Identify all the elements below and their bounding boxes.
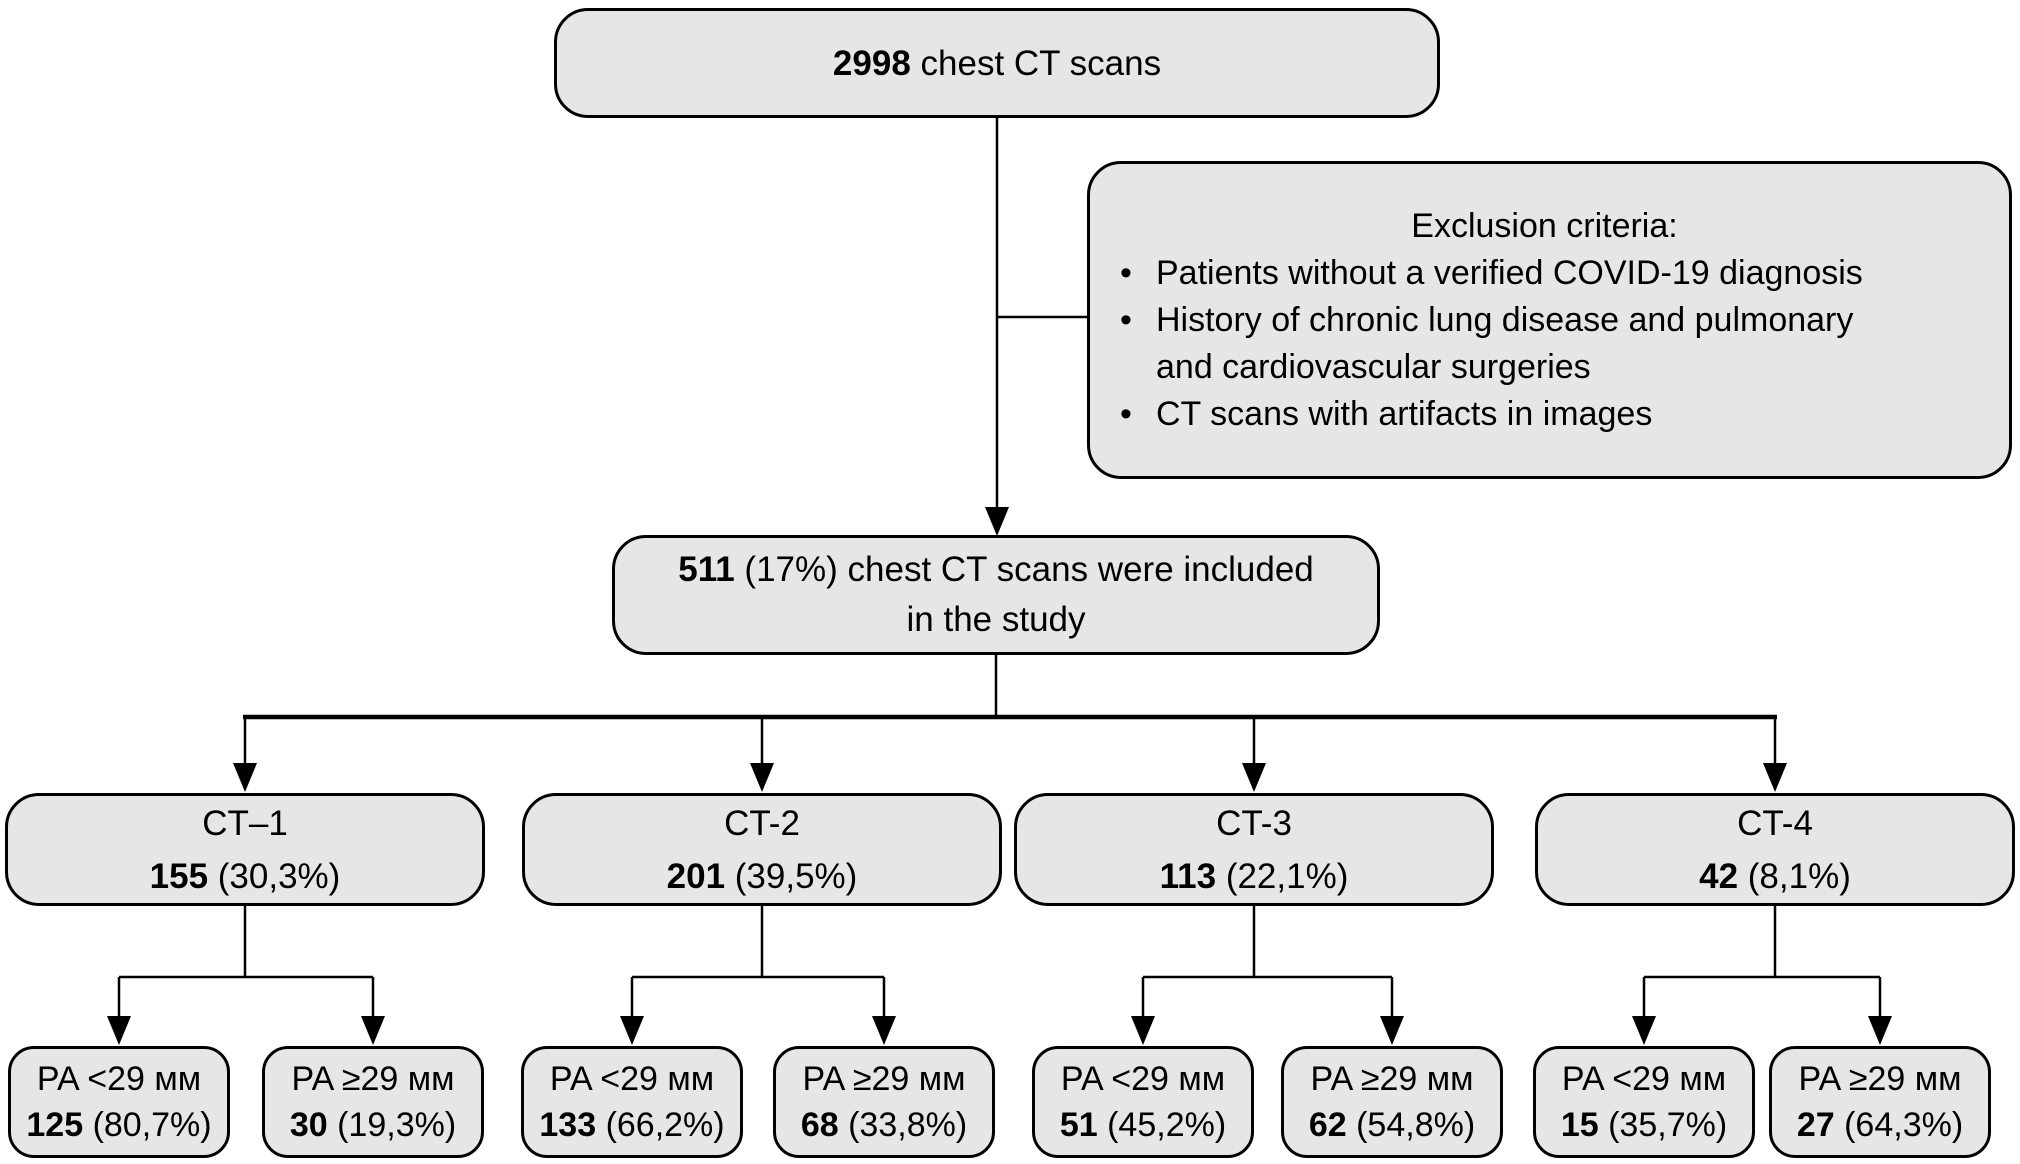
exclusion-item: • Patients without a verified COVID-19 di…: [1120, 250, 1969, 297]
pa-label: PA ≥29 мм: [1310, 1059, 1474, 1098]
pa-pct: (64,3%): [1844, 1106, 1964, 1144]
ct-3-count: 113: [1159, 856, 1217, 896]
exclusion-item: • History of chronic lung disease and pul…: [1120, 297, 1969, 391]
pa-count: 30: [289, 1106, 328, 1144]
pa-stats: 27 (64,3%): [1797, 1103, 1963, 1147]
pa-label: PA <29 мм: [1561, 1059, 1727, 1098]
ct-2-title: CT-2: [724, 803, 800, 843]
pa-label: PA ≥29 мм: [802, 1059, 966, 1098]
node-ct-1: CT–1 155 (30,3%): [5, 793, 485, 906]
total-count: 2998: [832, 43, 911, 83]
pa-pct: (66,2%): [605, 1106, 725, 1144]
connector-stems: [117, 116, 1882, 1019]
pa-label: PA ≥29 мм: [291, 1059, 455, 1098]
exclusion-item-text: Patients without a verified COVID-19 dia…: [1156, 253, 1863, 292]
node-included-scans: 511 (17%) chest CT scans were included i…: [612, 535, 1380, 655]
pa-count: 27: [1796, 1106, 1835, 1144]
exclusion-title: Exclusion criteria:: [1411, 206, 1678, 245]
pa-pct: (54,8%): [1356, 1106, 1476, 1144]
total-label: chest CT scans: [910, 43, 1162, 83]
pa-stats: 62 (54,8%): [1309, 1103, 1475, 1147]
pa-pct: (45,2%): [1107, 1106, 1227, 1144]
node-ct-3: CT-3 113 (22,1%): [1014, 793, 1494, 906]
pa-count: 15: [1560, 1106, 1599, 1144]
pa-pct: (80,7%): [92, 1106, 212, 1144]
ct-3-title: CT-3: [1216, 803, 1292, 843]
included-label: (17%) chest CT scans were included: [734, 550, 1314, 589]
ct-1-title: CT–1: [202, 803, 288, 843]
exclusion-item: • CT scans with artifacts in images: [1120, 391, 1969, 438]
ct-3-stats: 113 (22,1%): [1160, 852, 1349, 901]
ct-3-pct: (22,1%): [1225, 856, 1349, 896]
exclusion-item-text-cont: and cardiovascular surgeries: [1156, 347, 1591, 386]
pa-label: PA <29 мм: [549, 1059, 715, 1098]
pa-pct: (33,8%): [848, 1106, 968, 1144]
exclusion-item-text: History of chronic lung disease and pulm…: [1156, 300, 1854, 339]
node-ct-4-pa-ge29: PA ≥29 мм 27 (64,3%): [1769, 1046, 1991, 1158]
total-ct-scans-text: 2998 chest CT scans: [833, 39, 1161, 88]
ct-2-pct: (39,5%): [734, 856, 858, 896]
bullet-icon: •: [1120, 253, 1132, 292]
ct-2-stats: 201 (39,5%): [667, 852, 858, 901]
pa-pct: (19,3%): [337, 1106, 457, 1144]
arrowheads: [107, 507, 1892, 1045]
pa-stats: 15 (35,7%): [1561, 1103, 1727, 1147]
ct-2-count: 201: [666, 856, 726, 896]
node-ct-1-pa-lt29: PA <29 мм 125 (80,7%): [8, 1046, 230, 1158]
pa-label: PA ≥29 мм: [1798, 1059, 1962, 1098]
node-ct-4: CT-4 42 (8,1%): [1535, 793, 2015, 906]
included-line2: in the study: [906, 600, 1086, 639]
ct-4-title: CT-4: [1737, 803, 1813, 843]
node-ct-3-pa-lt29: PA <29 мм 51 (45,2%): [1032, 1046, 1254, 1158]
pa-count: 68: [800, 1106, 839, 1144]
pa-stats: 68 (33,8%): [801, 1103, 967, 1147]
node-ct-2-pa-ge29: PA ≥29 мм 68 (33,8%): [773, 1046, 995, 1158]
pa-count: 125: [26, 1106, 84, 1144]
ct-1-stats: 155 (30,3%): [150, 852, 341, 901]
node-ct-2: CT-2 201 (39,5%): [522, 793, 1002, 906]
ct-1-pct: (30,3%): [217, 856, 341, 896]
ct-4-count: 42: [1699, 856, 1739, 896]
pa-stats: 51 (45,2%): [1060, 1103, 1226, 1147]
included-line1: 511 (17%) chest CT scans were included: [678, 545, 1314, 595]
pa-count: 133: [539, 1106, 597, 1144]
ct-1-count: 155: [149, 856, 209, 896]
node-exclusion-criteria: Exclusion criteria: • Patients without a …: [1087, 161, 2012, 479]
pa-stats: 125 (80,7%): [26, 1103, 211, 1147]
node-ct-1-pa-ge29: PA ≥29 мм 30 (19,3%): [262, 1046, 484, 1158]
node-ct-2-pa-lt29: PA <29 мм 133 (66,2%): [521, 1046, 743, 1158]
node-total-ct-scans: 2998 chest CT scans: [554, 8, 1440, 118]
pa-pct: (35,7%): [1608, 1106, 1728, 1144]
exclusion-item-text: CT scans with artifacts in images: [1156, 394, 1653, 433]
node-ct-4-pa-lt29: PA <29 мм 15 (35,7%): [1533, 1046, 1755, 1158]
pa-label: PA <29 мм: [36, 1059, 202, 1098]
pa-stats: 133 (66,2%): [539, 1103, 724, 1147]
bullet-icon: •: [1120, 300, 1132, 339]
pa-label: PA <29 мм: [1060, 1059, 1226, 1098]
ct-4-stats: 42 (8,1%): [1699, 852, 1851, 901]
ct-4-pct: (8,1%): [1747, 856, 1851, 896]
node-ct-3-pa-ge29: PA ≥29 мм 62 (54,8%): [1281, 1046, 1503, 1158]
included-count: 511: [678, 550, 735, 589]
bullet-icon: •: [1120, 394, 1132, 433]
pa-count: 62: [1308, 1106, 1347, 1144]
pa-stats: 30 (19,3%): [290, 1103, 456, 1147]
pa-count: 51: [1059, 1106, 1098, 1144]
